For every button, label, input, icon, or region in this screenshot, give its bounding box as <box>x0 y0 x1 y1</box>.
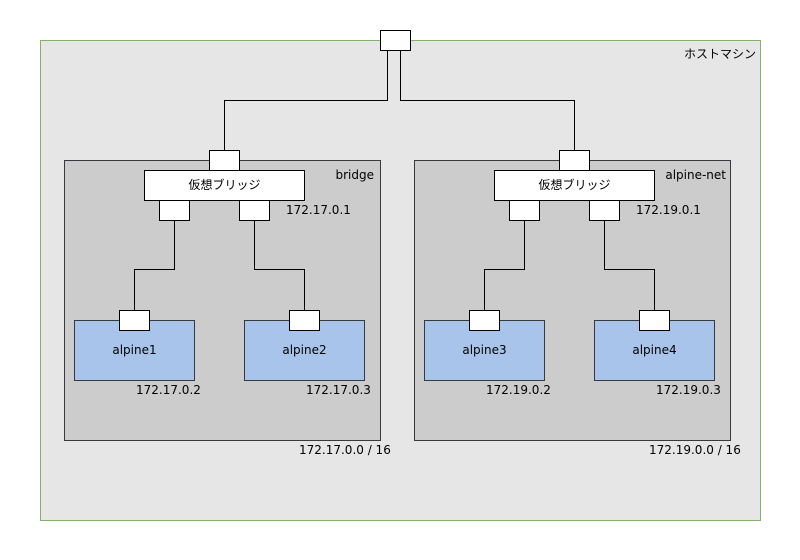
container-name: alpine2 <box>282 343 326 357</box>
network-name: alpine-net <box>665 168 726 182</box>
container-port-alpine1 <box>119 310 150 331</box>
line-host-to-alpine-net <box>400 51 575 150</box>
container-ip: 172.17.0.3 <box>306 383 371 397</box>
gateway-ip: 172.17.0.1 <box>286 203 351 217</box>
bridge-port-4 <box>589 200 620 221</box>
virtual-bridge-label: 仮想ブリッジ <box>188 177 260 192</box>
line-bridge-to-alpine4 <box>604 221 655 310</box>
container-name: alpine3 <box>462 343 506 357</box>
line-bridge-to-alpine3 <box>484 221 525 310</box>
bridge-port-3 <box>509 200 540 221</box>
network-name: bridge <box>335 168 374 182</box>
host-port <box>380 30 411 51</box>
alpine-net-uplink-port <box>559 150 590 171</box>
bridge-port-1 <box>159 200 190 221</box>
container-ip: 172.17.0.2 <box>136 383 201 397</box>
virtual-bridge-box <box>144 170 305 201</box>
virtual-bridge-label: 仮想ブリッジ <box>538 177 610 192</box>
subnet-label: 172.17.0.0 / 16 <box>299 443 391 457</box>
line-bridge-to-alpine2 <box>254 221 305 310</box>
bridge-uplink-port <box>209 150 240 171</box>
network-box-bridge <box>64 160 381 441</box>
container-ip: 172.19.0.2 <box>486 383 551 397</box>
bridge-port-2 <box>239 200 270 221</box>
container-port-alpine3 <box>469 310 500 331</box>
container-port-alpine4 <box>639 310 670 331</box>
connection-lines <box>134 51 655 310</box>
host-machine-label: ホストマシン <box>684 47 756 61</box>
line-bridge-to-alpine1 <box>134 221 175 310</box>
container-ip: 172.19.0.3 <box>656 383 721 397</box>
subnet-label: 172.19.0.0 / 16 <box>649 443 741 457</box>
virtual-bridge-box <box>494 170 655 201</box>
container-name: alpine4 <box>632 343 676 357</box>
container-port-alpine2 <box>289 310 320 331</box>
container-name: alpine1 <box>112 343 156 357</box>
gateway-ip: 172.19.0.1 <box>636 203 701 217</box>
line-host-to-bridge <box>224 51 388 150</box>
